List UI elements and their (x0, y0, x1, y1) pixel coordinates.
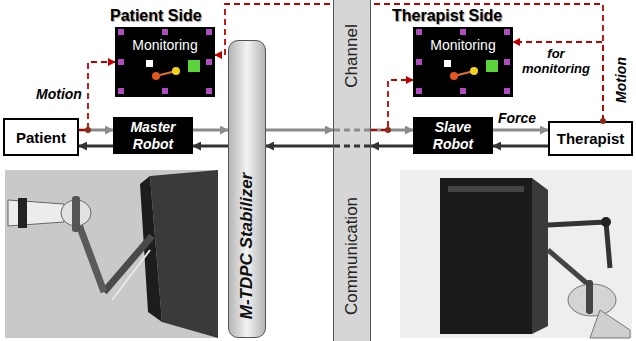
band-label: M-TDPC Stabilizer (237, 173, 257, 319)
band-label: Channel (342, 24, 362, 87)
monitoring-link (215, 4, 603, 121)
signal-arrow (266, 129, 333, 132)
robot-panel (448, 186, 524, 192)
channel-band: Communication Channel (333, 0, 371, 341)
robot-link (548, 250, 590, 286)
signal-label: Motion (36, 86, 82, 102)
monitor-screen: Monitoring (413, 27, 513, 97)
box-label: Therapist (557, 130, 625, 147)
robot-box: Slave Robot (413, 117, 493, 154)
monitor-screen: Monitoring (115, 27, 215, 97)
signal-arrow (493, 145, 548, 148)
photo-background (5, 170, 218, 338)
signal-label: for monitoring (516, 47, 596, 77)
robot-link-highlight (112, 250, 150, 300)
signal-label: Motion (613, 57, 629, 103)
wrist (590, 310, 630, 338)
side-heading: Therapist Side (392, 7, 502, 25)
box-label: Master Robot (117, 119, 189, 153)
person-box: Patient (3, 118, 79, 156)
robot-housing (440, 178, 532, 334)
forearm (8, 200, 64, 226)
robot-joint (601, 217, 611, 227)
robot-link (104, 236, 152, 292)
stabilizer-band: M-TDPC Stabilizer (228, 40, 266, 338)
robot-link (606, 222, 610, 268)
signal-arrow (193, 145, 228, 148)
signal-arrow (79, 145, 113, 148)
signal-label: Force (498, 110, 536, 126)
signal-arrow (371, 145, 413, 148)
handle (586, 280, 593, 314)
monitoring-link (79, 62, 115, 130)
robot-box: Master Robot (113, 117, 193, 154)
signal-arrow (193, 129, 228, 132)
box-label: Monitoring (430, 37, 495, 53)
signal-arrow (493, 129, 548, 132)
robot-link (548, 222, 606, 225)
robot-housing-side (532, 178, 548, 334)
box-label: Monitoring (132, 37, 197, 53)
band-label: Communication (342, 197, 362, 315)
person-box: Therapist (548, 121, 633, 156)
photo-background (400, 170, 632, 338)
tap-dot (385, 127, 391, 133)
box-label: Patient (16, 129, 66, 146)
signal-arrow (371, 129, 413, 132)
side-heading: Patient Side (110, 7, 202, 25)
handle (72, 196, 80, 232)
box-label: Slave Robot (417, 119, 489, 153)
signal-arrow (266, 145, 333, 148)
tap-dot (85, 127, 91, 133)
wrist-strap (18, 198, 27, 228)
monitoring-link (513, 42, 603, 121)
robot-link (78, 222, 104, 292)
monitoring-link (371, 80, 413, 130)
